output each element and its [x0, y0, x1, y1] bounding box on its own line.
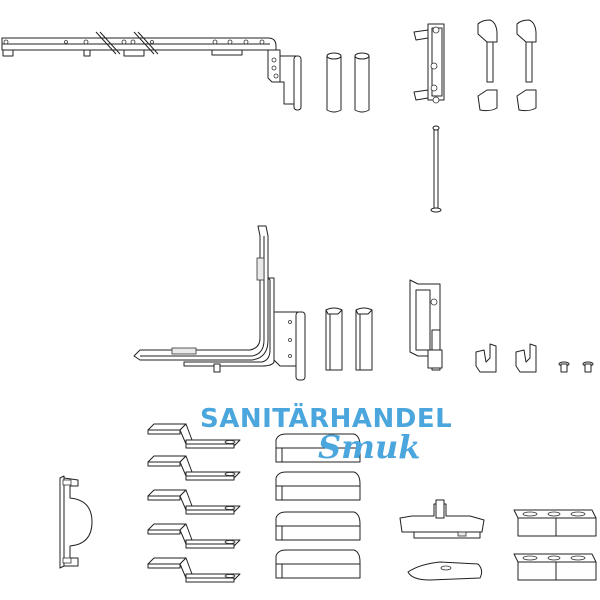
hinge-pin [430, 125, 442, 213]
spacer-plate [147, 489, 241, 515]
cover-block [275, 549, 361, 579]
spacer-plates [147, 423, 241, 583]
spacer-plate [147, 523, 241, 549]
bearing-block [399, 499, 485, 539]
washer-plate [407, 561, 483, 581]
hook-clips [475, 343, 537, 373]
spacer-plate [147, 557, 241, 583]
top-stay-arm [1, 31, 302, 111]
frame-hinge-mid [409, 279, 443, 371]
packing-block [513, 553, 597, 581]
packing-blocks [513, 509, 597, 581]
cover-block [275, 511, 361, 541]
spacer-plate [147, 423, 241, 449]
cover-block [275, 433, 361, 463]
hinge-cover-caps-top [477, 19, 537, 112]
frame-hinge-top [413, 23, 445, 104]
cover-block [275, 471, 361, 501]
watermark-script: Smuk [318, 428, 421, 466]
hinge-cover-cylinders-top [326, 52, 370, 113]
side-plate [59, 475, 93, 569]
packing-block [513, 509, 597, 537]
watermark-brand: SANITÄRHANDEL [200, 404, 453, 434]
small-screws [558, 361, 594, 373]
spacer-plate [147, 455, 241, 481]
corner-drive [133, 225, 306, 381]
hinge-cover-cylinders-mid [325, 307, 373, 371]
cover-blocks [275, 433, 361, 579]
